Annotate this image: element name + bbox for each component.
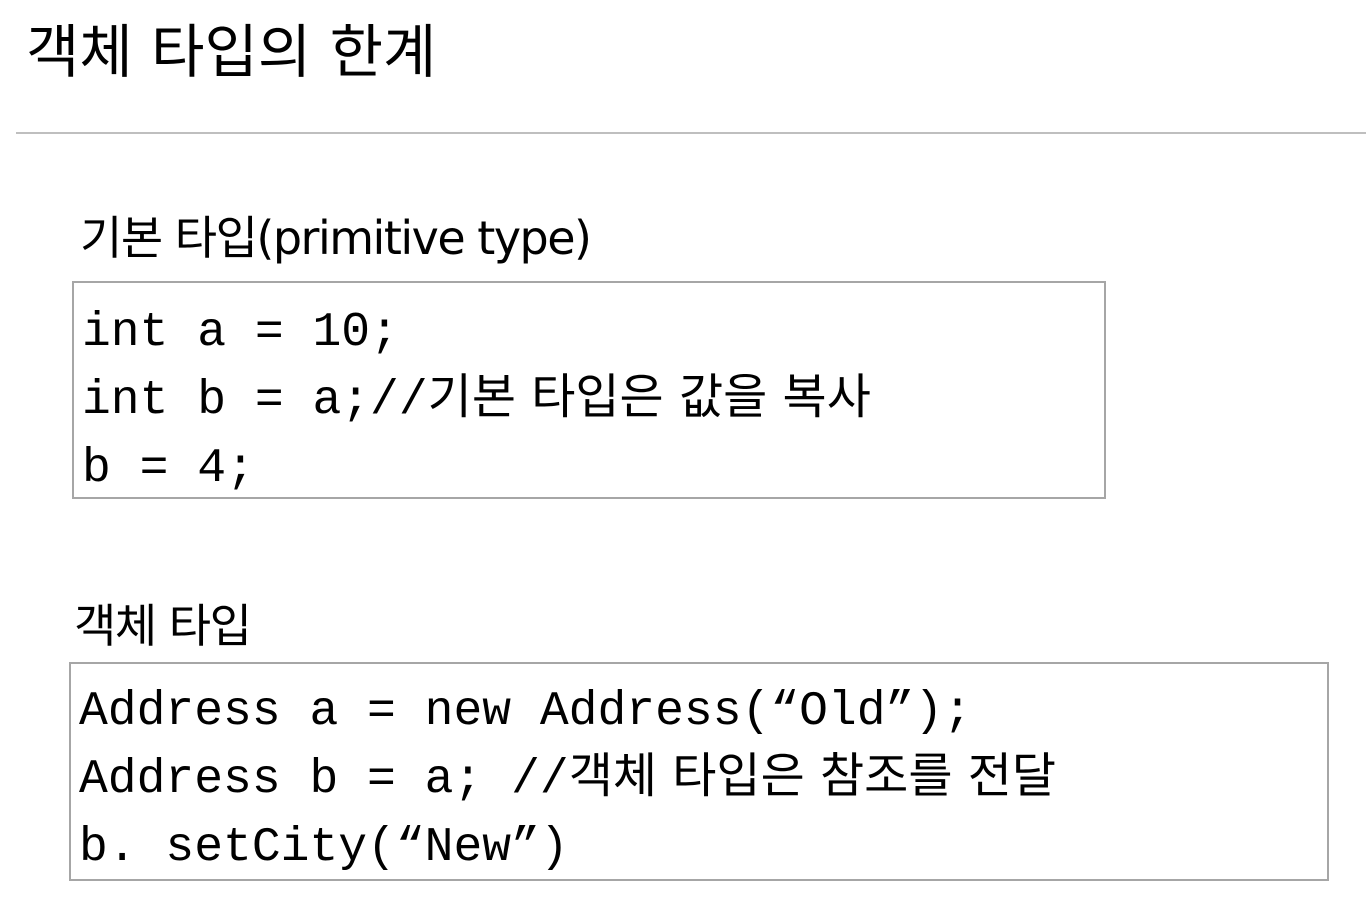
object-type-heading: 객체 타입 [74, 599, 252, 653]
object-code-box: Address a = new Address(“Old”); Address … [69, 662, 1329, 881]
code-line: b = 4; [82, 431, 1104, 499]
code-comment: 객체 타입은 참조를 전달 [568, 748, 1057, 804]
code-line: int b = a;//기본 타입은 값을 복사 [82, 363, 1104, 431]
code-text: Address b = a; // [79, 753, 569, 807]
primitive-type-heading: 기본 타입(primitive type) [80, 211, 592, 265]
primitive-code-box: int a = 10; int b = a;//기본 타입은 값을 복사 b =… [72, 281, 1106, 499]
code-line: int a = 10; [82, 295, 1104, 363]
code-text: int b = a;// [82, 374, 428, 428]
title-divider [16, 132, 1366, 134]
code-line: b. setCity(“New”) [79, 810, 1327, 878]
code-comment: 기본 타입은 값을 복사 [427, 369, 871, 425]
code-line: Address a = new Address(“Old”); [79, 674, 1327, 742]
code-text: b. setCity(“New”) [79, 821, 569, 875]
slide-title: 객체 타입의 한계 [26, 18, 437, 86]
code-text: b = 4; [82, 442, 255, 496]
code-text: int a = 10; [82, 306, 399, 360]
code-text: Address a = new Address(“Old”); [79, 685, 972, 739]
code-line: Address b = a; //객체 타입은 참조를 전달 [79, 742, 1327, 810]
